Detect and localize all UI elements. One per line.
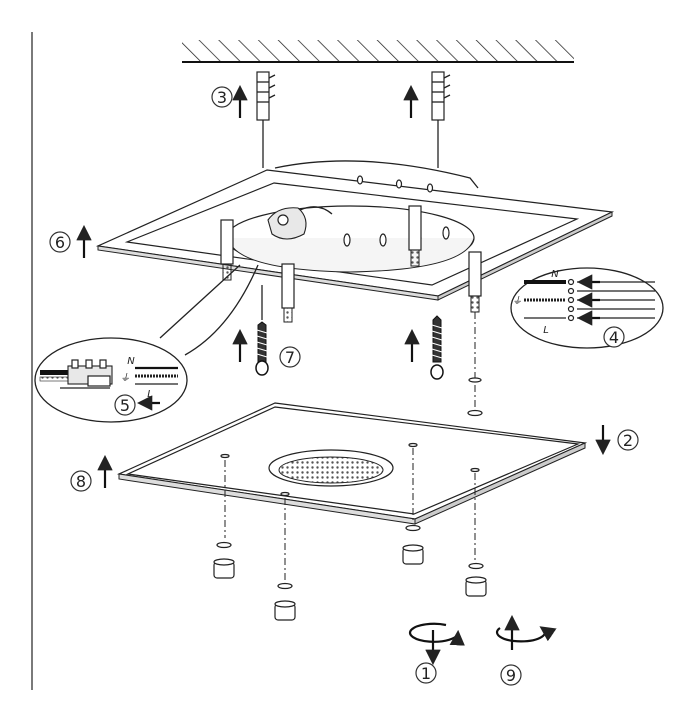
cap-nut-1 xyxy=(213,460,235,579)
step-2-marker: 2 xyxy=(595,425,639,456)
spacer-post-1 xyxy=(220,219,234,281)
step-3-marker: 3 xyxy=(211,86,233,108)
rotation-arrow-step-9 xyxy=(495,614,557,650)
glass-cover-plate xyxy=(116,402,588,525)
step-6-label: 6 xyxy=(55,233,65,252)
step-5-marker: 5 xyxy=(114,394,136,416)
washer-upper xyxy=(467,409,483,417)
cap-nut-3 xyxy=(402,448,424,565)
wiring-left-neutral: N xyxy=(127,356,135,367)
spacer-post-2 xyxy=(408,205,422,267)
ceiling xyxy=(182,40,574,63)
screw-left xyxy=(255,285,269,376)
wiring-left-live: L xyxy=(147,389,153,400)
wiring-callout-mains: N ⏚ L xyxy=(510,267,664,349)
rotation-arrow-step-1 xyxy=(408,622,465,666)
spacer-post-4 xyxy=(468,251,482,383)
step-7-marker: 7 xyxy=(279,346,301,368)
step-2-label: 2 xyxy=(623,431,633,450)
step-3-label: 3 xyxy=(217,88,227,107)
step-8-label: 8 xyxy=(76,472,86,491)
step-4-label: 4 xyxy=(609,328,619,347)
step-5-label: 5 xyxy=(120,396,130,415)
step-9-label: 9 xyxy=(506,666,516,685)
step-7-label: 7 xyxy=(285,348,295,367)
cap-nut-4 xyxy=(465,473,487,597)
wall-plug-right xyxy=(431,71,451,168)
step-8-marker: 8 xyxy=(70,454,113,492)
step-6-marker: 6 xyxy=(49,224,92,258)
wiring-right-ground: ⏚ xyxy=(512,296,522,307)
wiring-left-ground: ⏚ xyxy=(120,373,130,384)
spacer-post-3 xyxy=(281,263,295,323)
step-4-marker: 4 xyxy=(603,326,625,348)
screw-right xyxy=(430,315,444,380)
step-9-marker: 9 xyxy=(500,664,522,686)
step-1-label: 1 xyxy=(421,664,431,683)
wiring-right-live: L xyxy=(543,325,549,336)
wiring-callout-terminal: N ⏚ L xyxy=(34,264,259,423)
step-1-marker: 1 xyxy=(415,662,437,684)
wall-plug-left xyxy=(256,71,276,168)
cap-nut-2 xyxy=(274,498,296,621)
wiring-right-neutral: N xyxy=(551,269,559,280)
